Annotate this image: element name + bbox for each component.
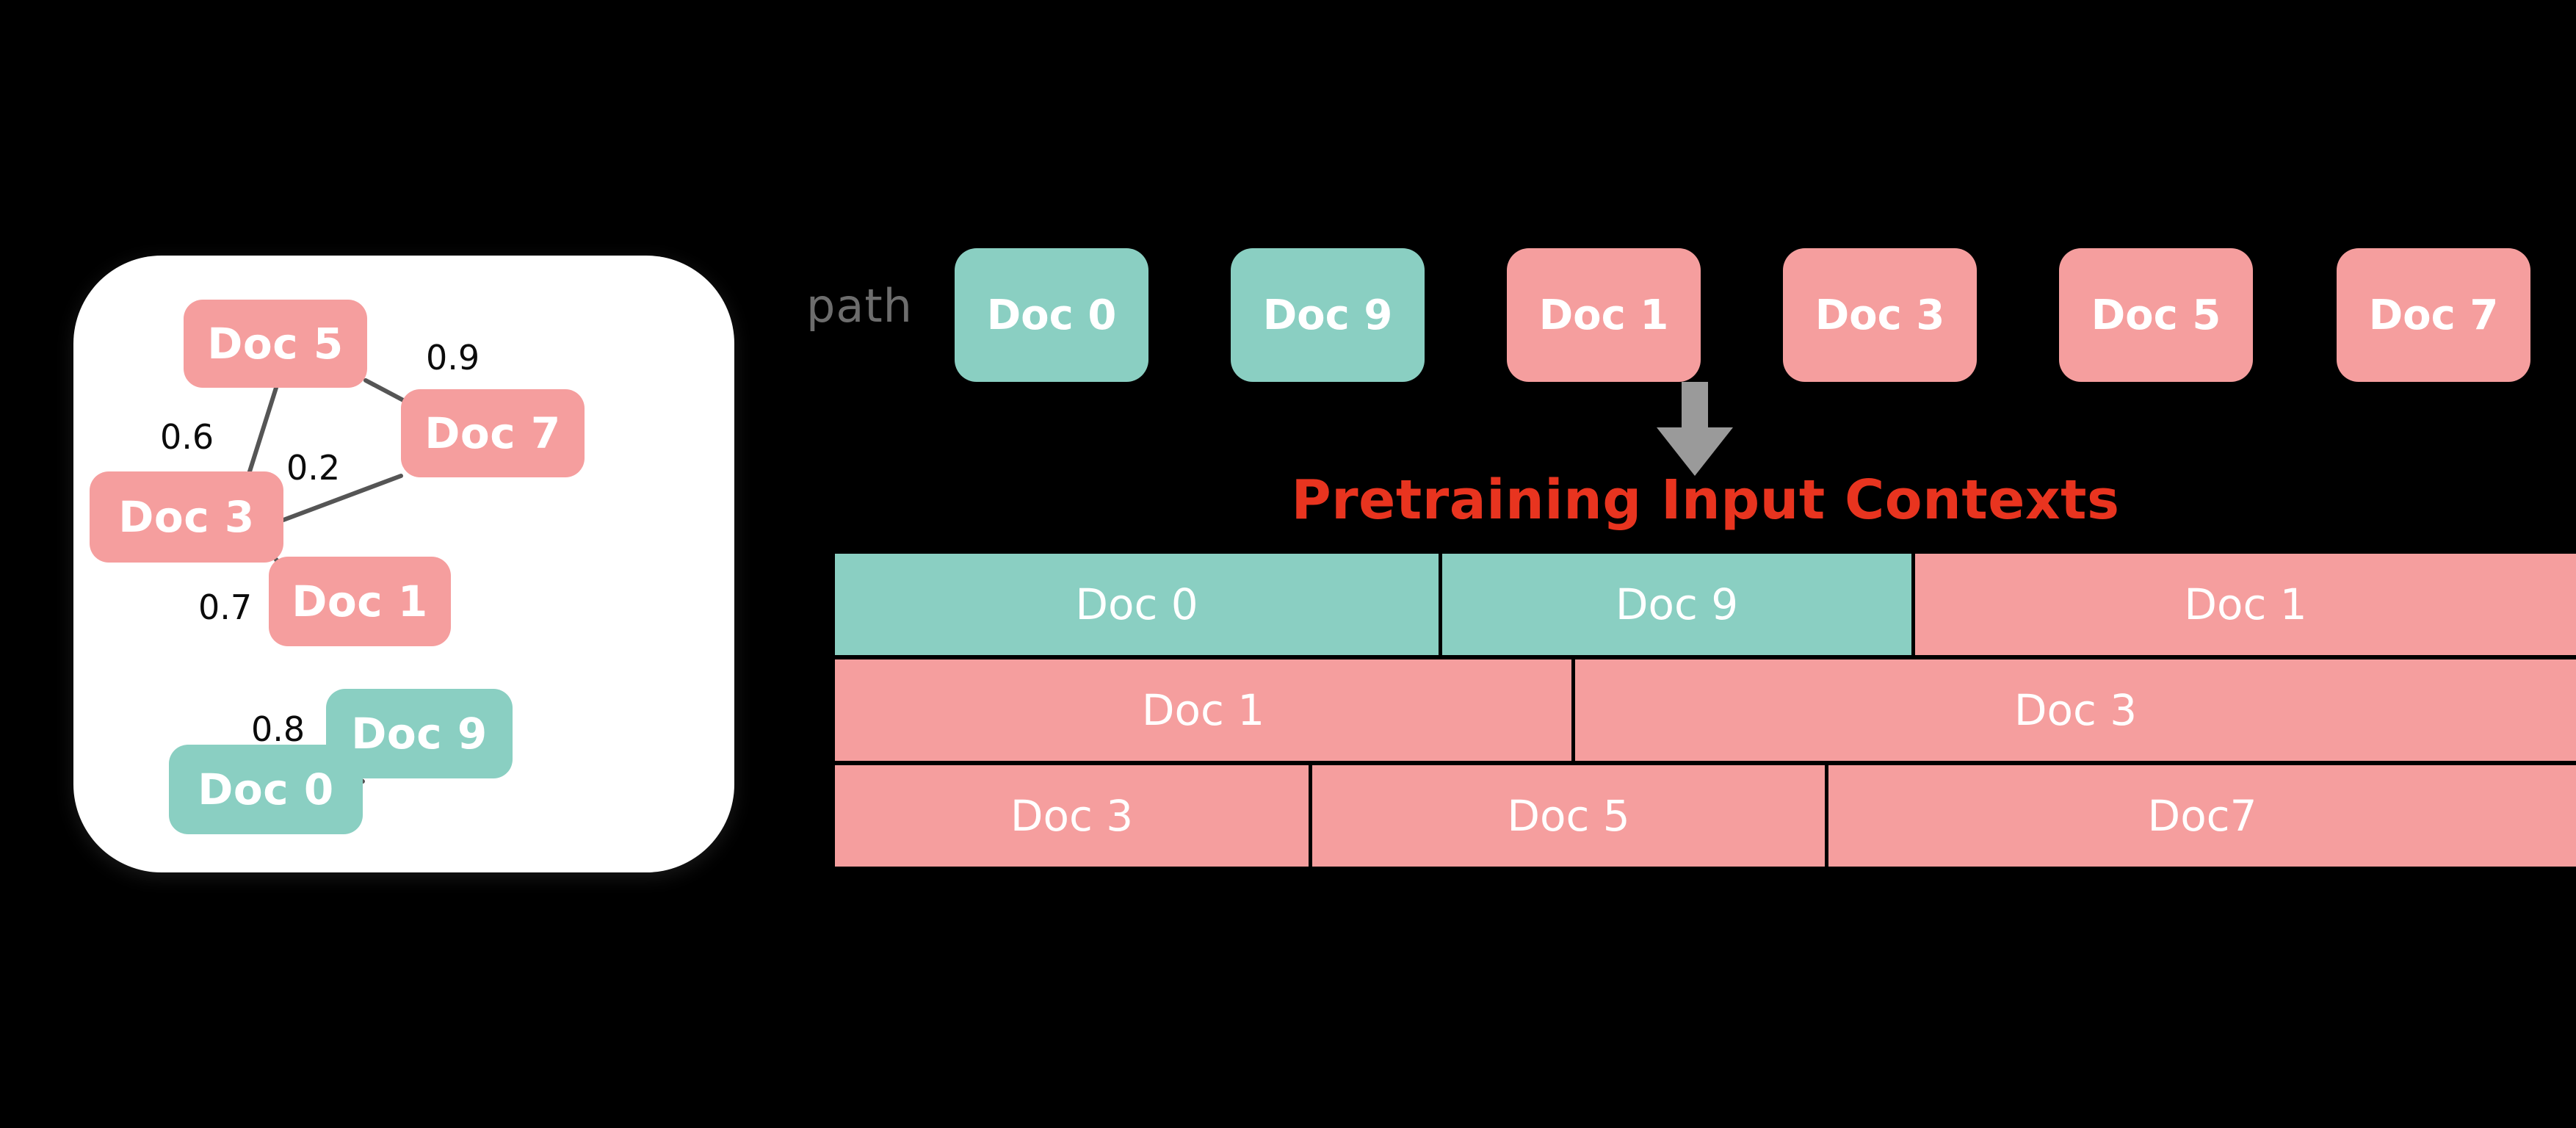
path-pill-doc-0[interactable]: Doc 0 bbox=[955, 248, 1148, 382]
context-cell-doc-9[interactable]: Doc 9 bbox=[1442, 554, 1915, 655]
path-pill-doc-7[interactable]: Doc 7 bbox=[2337, 248, 2530, 382]
path-pill-doc-5[interactable]: Doc 5 bbox=[2059, 248, 2253, 382]
path-pill-doc-3[interactable]: Doc 3 bbox=[1783, 248, 1977, 382]
path-pill-doc-1[interactable]: Doc 1 bbox=[1507, 248, 1701, 382]
path-label: path bbox=[806, 279, 913, 333]
context-cell-doc7[interactable]: Doc7 bbox=[1828, 765, 2576, 867]
graph-node-doc7[interactable]: Doc 7 bbox=[401, 389, 585, 477]
edge-weight-doc5-doc7: 0.9 bbox=[426, 338, 480, 377]
path-sequence-row: path Doc 0 Doc 9 Doc 1 Doc 3 Doc 5 Doc 7 bbox=[793, 234, 2555, 395]
down-arrow-icon bbox=[1657, 382, 1733, 476]
edge-weight-doc3-doc1: 0.7 bbox=[198, 588, 253, 627]
context-cell-doc-0[interactable]: Doc 0 bbox=[835, 554, 1442, 655]
pretraining-input-contexts-title: Pretraining Input Contexts bbox=[1291, 469, 2120, 532]
context-cell-doc-1[interactable]: Doc 1 bbox=[835, 659, 1575, 761]
graph-node-doc5[interactable]: Doc 5 bbox=[184, 300, 367, 388]
edge-weight-doc0-doc9: 0.8 bbox=[251, 709, 305, 749]
context-cell-doc-1[interactable]: Doc 1 bbox=[1915, 554, 2576, 655]
graph-edge-doc3-doc7 bbox=[281, 474, 403, 522]
graph-node-doc9[interactable]: Doc 9 bbox=[326, 689, 513, 778]
path-pill-doc-9[interactable]: Doc 9 bbox=[1231, 248, 1425, 382]
edge-weight-doc5-doc3: 0.6 bbox=[160, 417, 214, 457]
edge-weight-doc3-doc7: 0.2 bbox=[286, 448, 341, 488]
context-cell-doc-3[interactable]: Doc 3 bbox=[835, 765, 1312, 867]
graph-node-doc1[interactable]: Doc 1 bbox=[269, 557, 451, 646]
graph-node-doc0[interactable]: Doc 0 bbox=[169, 745, 363, 834]
graph-node-doc3[interactable]: Doc 3 bbox=[90, 471, 283, 563]
context-cell-doc-3[interactable]: Doc 3 bbox=[1575, 659, 2576, 761]
graph-edge-doc5-doc3 bbox=[247, 386, 278, 474]
context-cell-doc-5[interactable]: Doc 5 bbox=[1312, 765, 1828, 867]
